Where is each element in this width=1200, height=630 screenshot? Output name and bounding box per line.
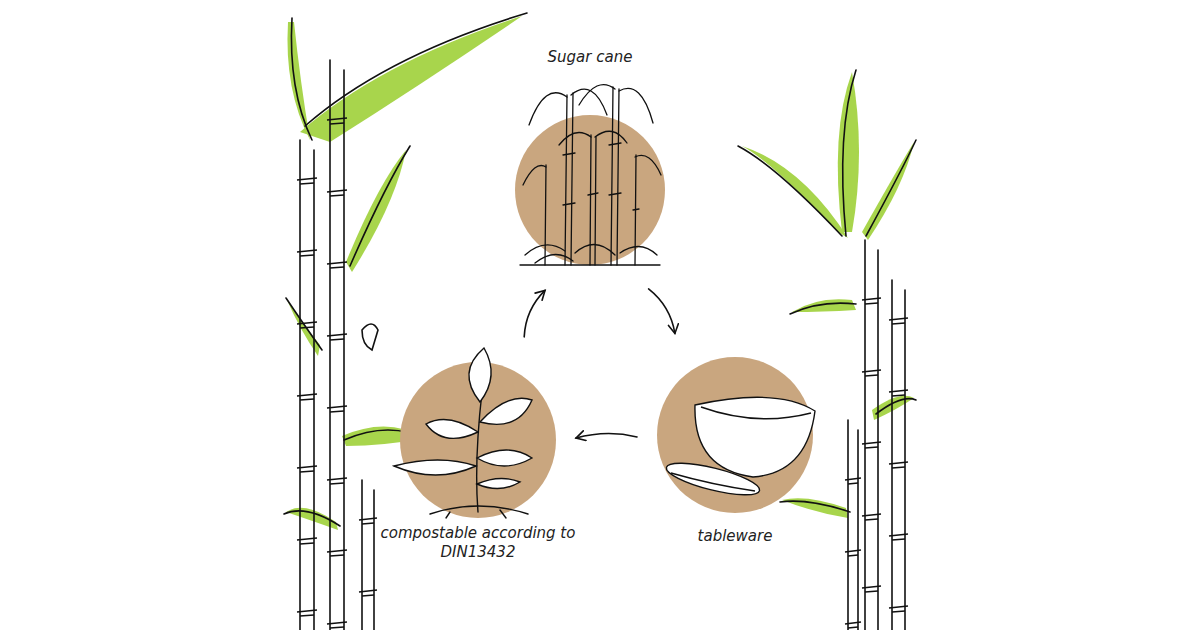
cane-ring [297,322,317,328]
cane-leaves-fill [286,16,914,530]
cane-ring [845,550,861,556]
cane-ring [889,534,908,540]
cane-ring [889,390,908,396]
circle-illustration [657,357,813,513]
cane-ring [862,586,881,592]
circle-illustration [515,115,665,265]
kraft-circle: tableware [657,357,813,513]
cycle-arrow [576,433,637,438]
stage-label: Sugar cane [548,48,633,67]
cane-ring [862,442,881,448]
cane-ring [297,178,317,184]
cane-ring [862,298,881,304]
cane-outlines [284,13,916,630]
stage-label: tableware [698,527,773,546]
cane-ring [845,478,861,484]
cane-ring [327,118,347,124]
cane-ring [297,394,317,400]
cane-ring [359,590,377,596]
cane-ring [889,606,908,612]
cane-ring [297,466,317,472]
cycle-arrow [524,290,545,336]
cane-ring [327,406,347,412]
cane-ring [327,334,347,340]
cane-ring [297,538,317,544]
cane-ring [889,462,908,468]
cycle-arrow [649,289,675,333]
cane-ring [327,622,347,628]
cane-ring [889,318,908,324]
cane-ring [327,262,347,268]
kraft-circle: Sugar cane [515,115,665,265]
cane-ring [327,478,347,484]
cane-ring [845,622,861,628]
kraft-circle: compostable according to DIN13432 [400,362,556,518]
cane-ring [359,518,377,524]
cane-ring [862,370,881,376]
cane-ring [862,514,881,520]
circle-illustration [400,362,556,518]
stage-label: compostable according to DIN13432 [378,524,578,562]
cane-ring [327,190,347,196]
cane-ring [297,250,317,256]
cane-ring [297,610,317,616]
cane-ring [327,550,347,556]
